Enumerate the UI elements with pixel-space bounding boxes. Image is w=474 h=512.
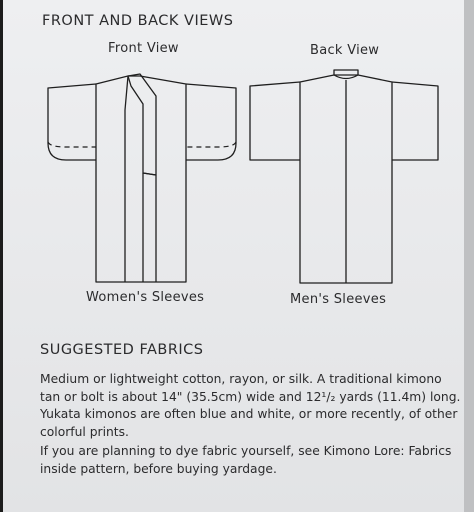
dye-line: inside pattern, before buying yardage. (40, 461, 277, 476)
back-collar (333, 69, 359, 80)
womens-sleeves-label: Women's Sleeves (86, 290, 205, 305)
front-right-sleeve-fold (186, 141, 237, 148)
mens-sleeves-label: Men's Sleeves (290, 292, 387, 307)
page-edge-right (464, 0, 474, 512)
collar-end (142, 172, 157, 176)
collar-edge (124, 75, 129, 111)
fabrics-paragraph: Medium or lightweight cotton, rayon, or … (40, 371, 460, 441)
fabrics-line: colorful prints. (40, 424, 129, 439)
fabrics-line: Medium or lightweight cotton, rayon, or … (40, 372, 442, 386)
front-kimono-drawing (47, 73, 237, 283)
front-collar (127, 73, 157, 176)
front-view-label: Front View (108, 41, 179, 56)
fabrics-line: Yukata kimonos are often blue and white,… (40, 407, 458, 421)
front-left-sleeve-fold (47, 141, 96, 148)
back-right-sleeve (391, 81, 439, 161)
dye-line: If you are planning to dye fabric yourse… (40, 444, 452, 458)
page-edge-left (0, 0, 3, 512)
dye-paragraph: If you are planning to dye fabric yourse… (40, 443, 460, 478)
front-right-sleeve (185, 83, 237, 161)
back-view-label: Back View (310, 43, 380, 58)
back-left-sleeve (249, 81, 301, 161)
section-heading-views: FRONT AND BACK VIEWS (42, 13, 234, 29)
back-kimono-drawing (249, 69, 439, 284)
front-left-sleeve (47, 83, 97, 161)
section-heading-fabrics: SUGGESTED FABRICS (40, 342, 204, 358)
fabrics-line: tan or bolt is about 14" (35.5cm) wide a… (40, 389, 461, 404)
front-body (95, 75, 187, 283)
